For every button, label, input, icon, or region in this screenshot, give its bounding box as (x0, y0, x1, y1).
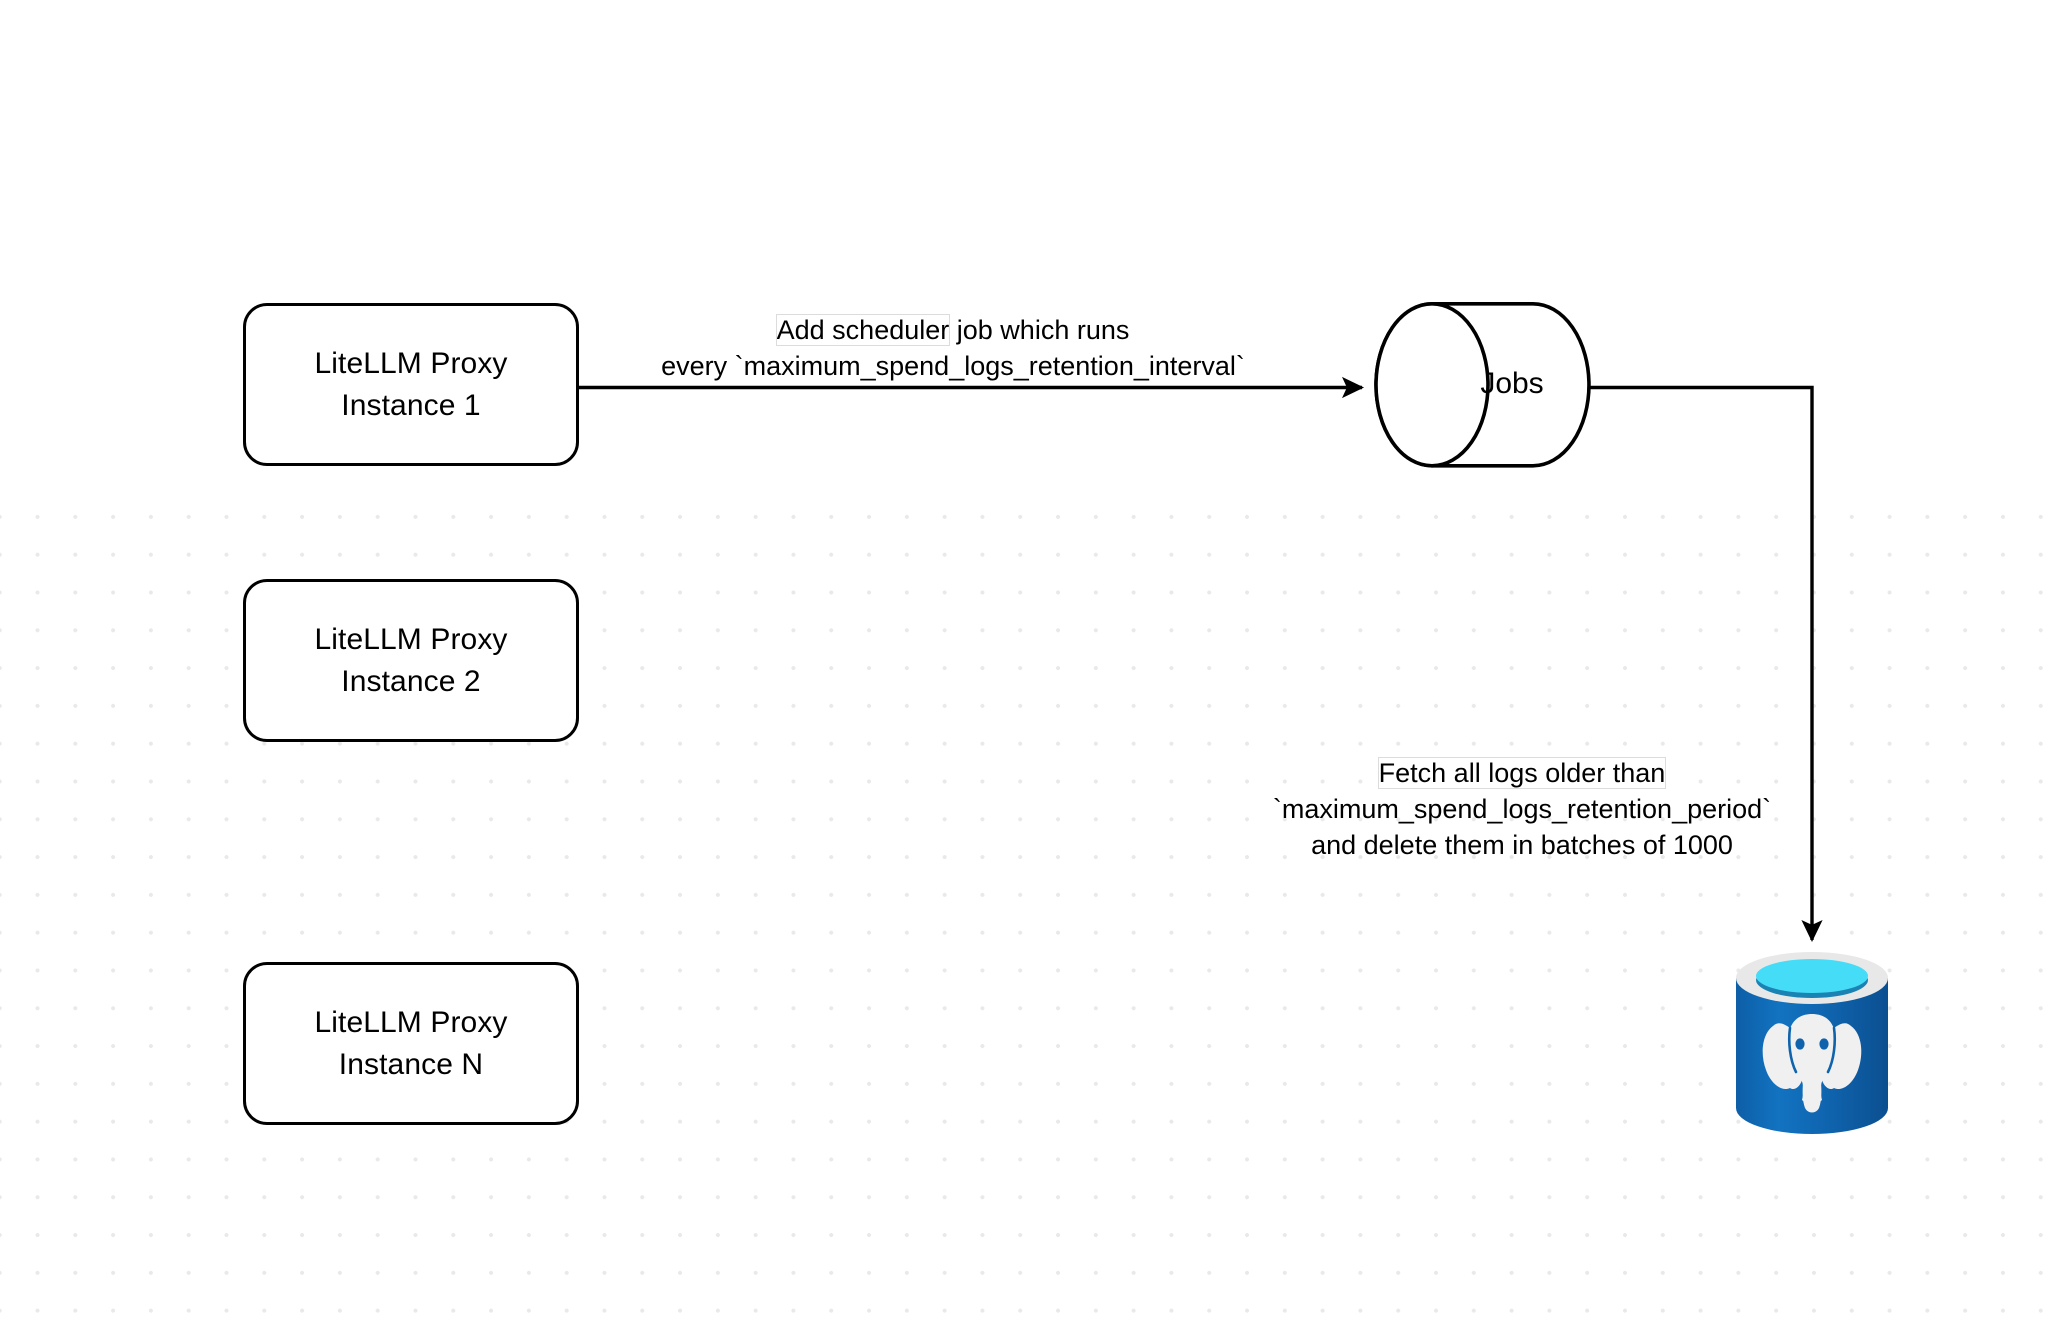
postgres-elephant-eyes (1795, 1038, 1829, 1050)
edge-label-line-1-rest: job which runs (949, 315, 1130, 345)
edge-label-highlight: Fetch all logs older than (1377, 757, 1667, 789)
jobs-label: Jobs (1480, 366, 1544, 400)
node-litellm-proxy-instance-2[interactable]: LiteLLM Proxy Instance 2 (243, 579, 579, 742)
postgres-elephant-icon (1762, 1014, 1862, 1113)
node-label: LiteLLM Proxy Instance 2 (314, 622, 508, 698)
node-postgres-database[interactable] (1732, 948, 1892, 1138)
node-label: LiteLLM Proxy Instance N (314, 1005, 508, 1081)
edge-label-line-1: Add scheduler job which runs (613, 312, 1293, 348)
edge-delete-logs-line (1588, 385, 1823, 943)
postgres-elephant-outline (1787, 1026, 1837, 1074)
edge-label-delete-logs: Fetch all logs older than `maximum_spend… (1242, 755, 1802, 863)
jobs-cylinder-shape (1374, 301, 1591, 468)
postgres-icon (1736, 952, 1888, 1134)
postgres-surface (1756, 959, 1868, 993)
node-label: LiteLLM Proxy Instance 1 (314, 346, 508, 422)
node-litellm-proxy-instance-1[interactable]: LiteLLM Proxy Instance 1 (243, 303, 579, 466)
edge-label-line-2: every `maximum_spend_logs_retention_inte… (661, 351, 1245, 381)
edge-label-scheduler: Add scheduler job which runs every `maxi… (613, 312, 1293, 384)
node-litellm-proxy-instance-n[interactable]: LiteLLM Proxy Instance N (243, 962, 579, 1125)
edge-label-line-2: `maximum_spend_logs_retention_period` (1272, 794, 1772, 824)
node-jobs-cylinder[interactable]: Jobs (1370, 302, 1588, 465)
edge-label-highlight: Add scheduler (775, 314, 951, 346)
edge-label-line-3: and delete them in batches of 1000 (1311, 830, 1733, 860)
edge-label-line-1: Fetch all logs older than (1242, 755, 1802, 791)
